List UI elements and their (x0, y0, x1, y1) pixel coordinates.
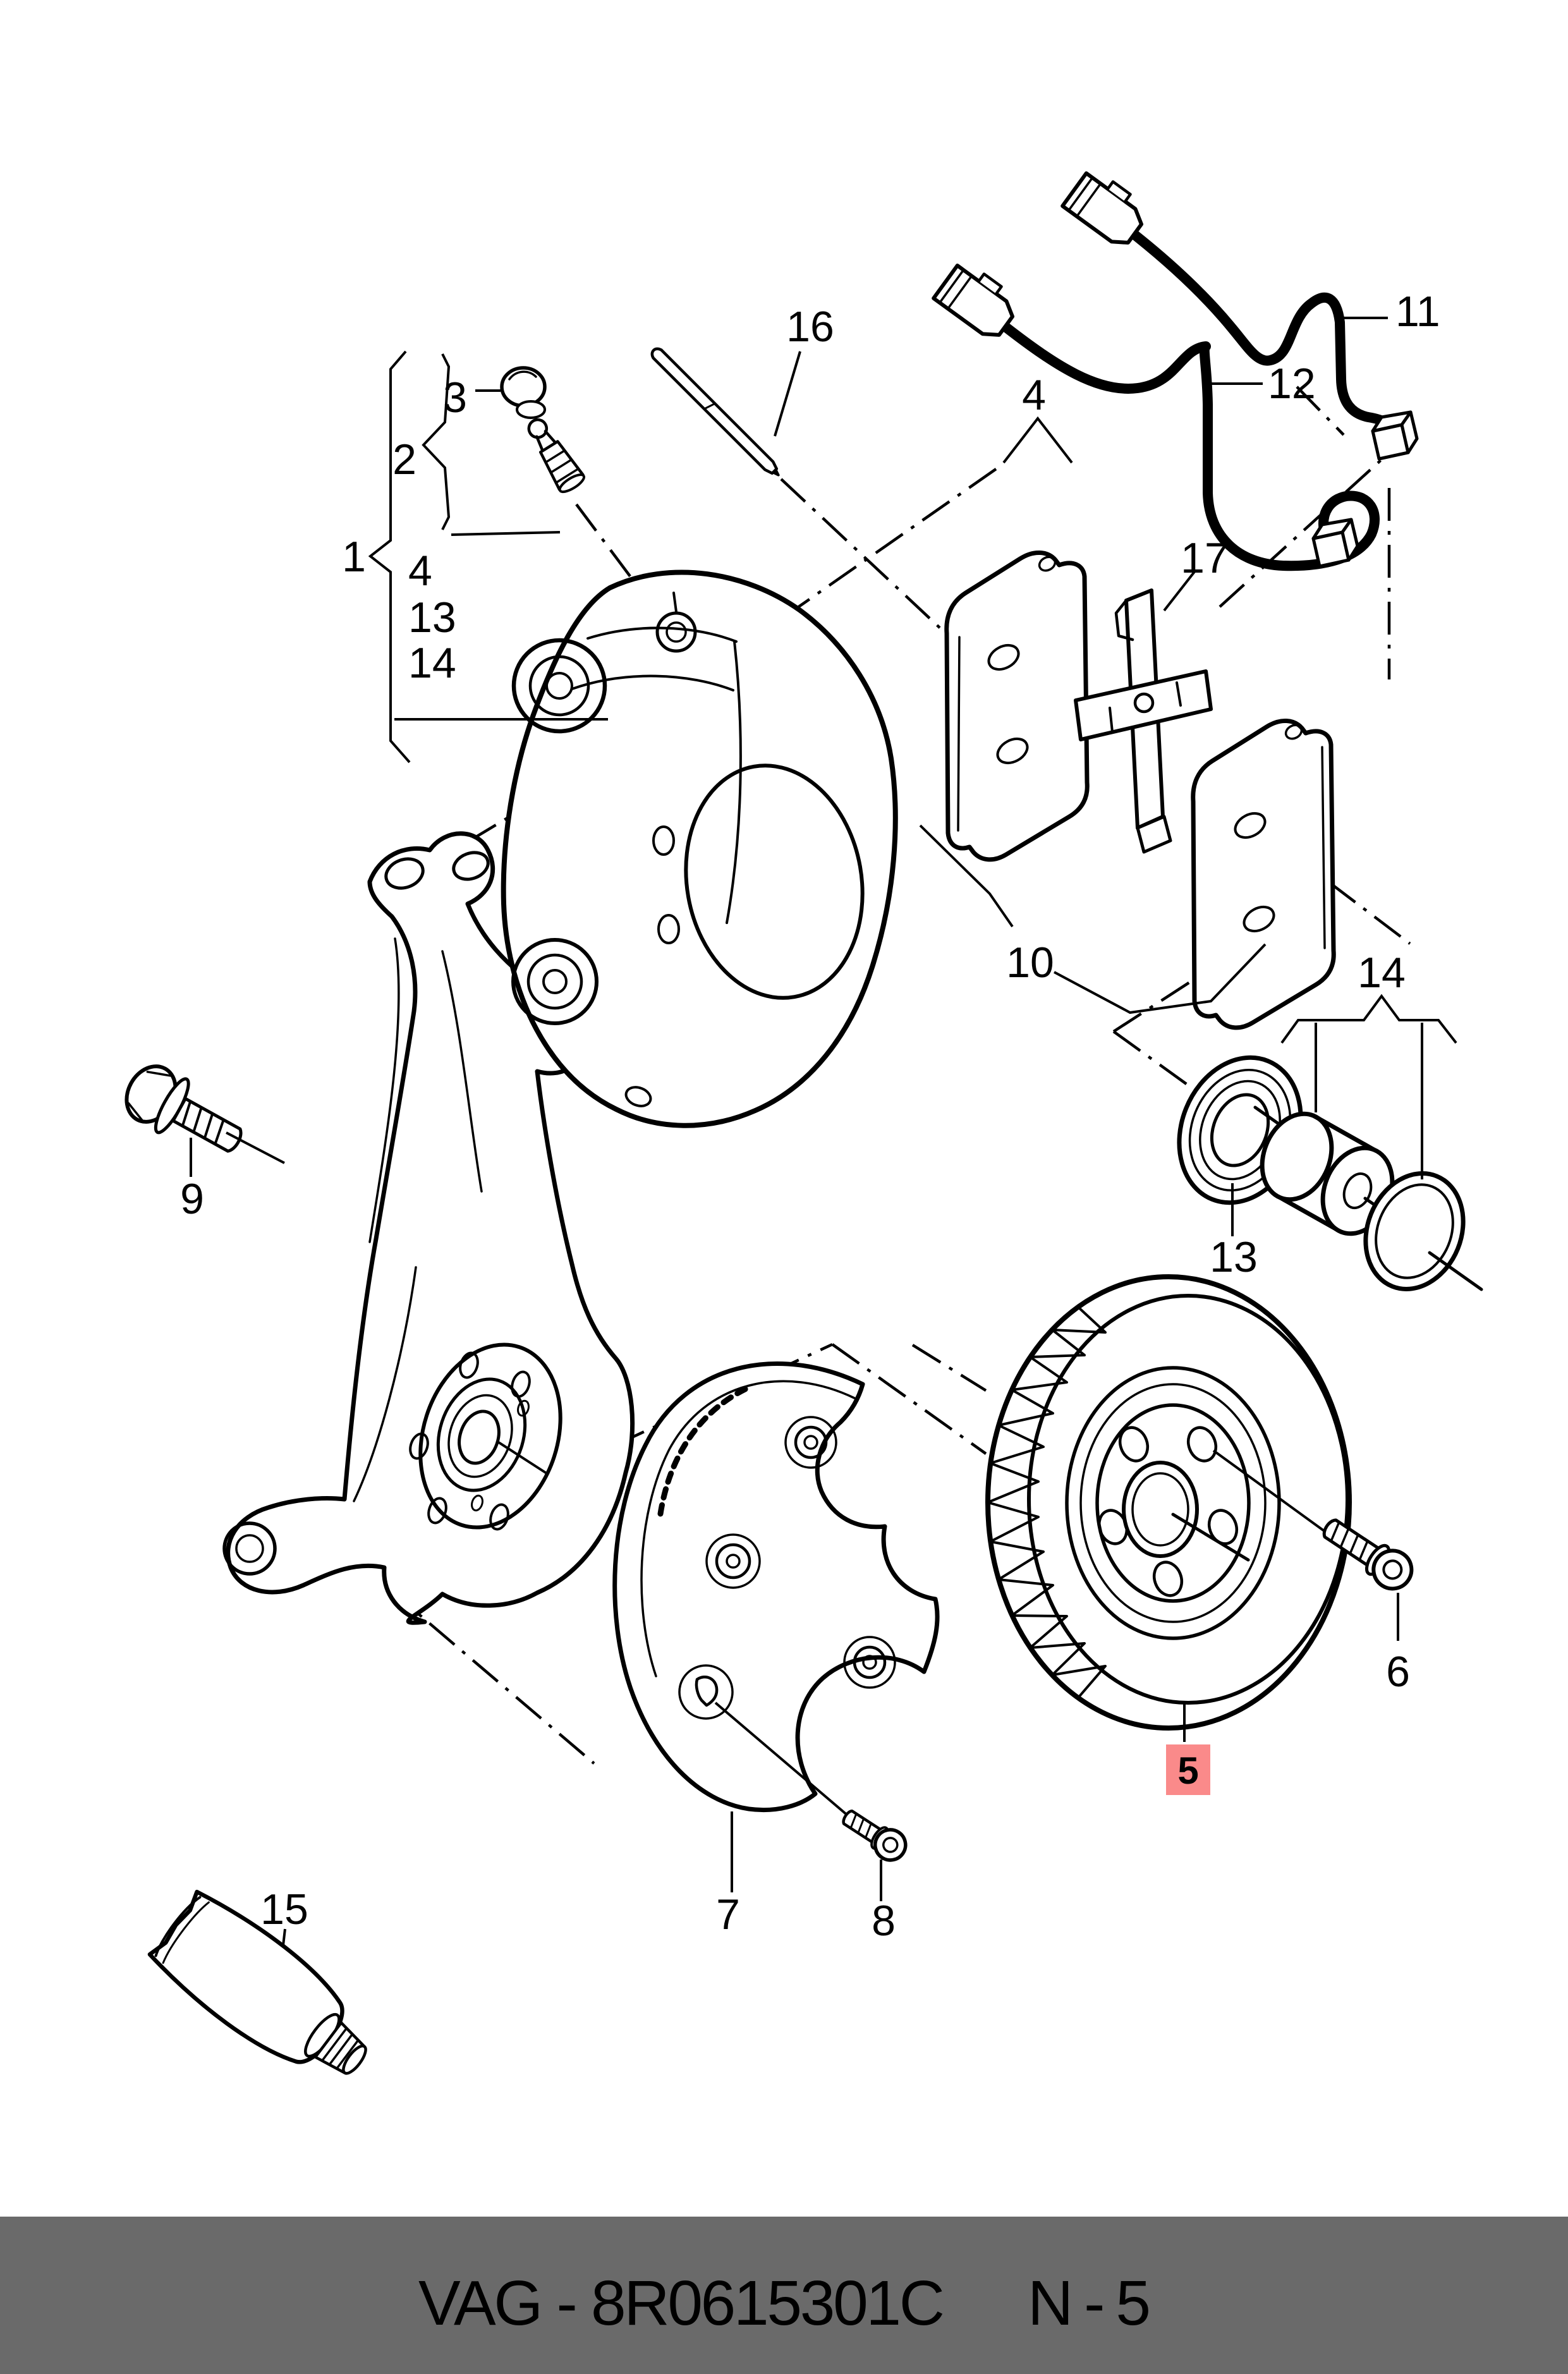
highlighted-callout-5: 5 (1166, 1744, 1210, 1795)
disc-set-screw (1322, 1518, 1414, 1591)
brake-pad-outer (1191, 718, 1336, 1030)
wear-sensor-harness-12 (932, 264, 1380, 571)
shield-screw-hole (678, 1664, 734, 1720)
shield-grommet (784, 1416, 837, 1469)
callout-labels: 1 2 3 4 4 13 14 6 7 8 9 10 11 12 13 14 1… (180, 288, 1440, 1945)
bleeder-valve (527, 418, 585, 494)
footer-bar: VAG - 8R0615301C N - 5 (0, 2217, 1568, 2374)
group-item-13[interactable]: 13 (408, 594, 456, 642)
callout-16[interactable]: 16 (786, 303, 834, 351)
callout-3[interactable]: 3 (443, 374, 467, 422)
pad-retaining-spring (1074, 588, 1213, 854)
splash-shield (612, 1361, 940, 1813)
bleeder-cap (500, 366, 547, 419)
callout-6[interactable]: 6 (1386, 1648, 1410, 1696)
sensor-plug-11 (1061, 171, 1144, 245)
shield-grommet (705, 1533, 761, 1589)
knuckle-bolt (125, 1064, 243, 1153)
shield-screw (842, 1810, 908, 1862)
callout-2[interactable]: 2 (392, 435, 416, 484)
harness-12-end-connector (1311, 518, 1359, 568)
grease-tube (147, 1889, 367, 2075)
shield-grommet (843, 1636, 896, 1689)
sensor-plug-12 (932, 264, 1015, 337)
bracket-14 (1280, 994, 1457, 1179)
guide-pin (650, 347, 780, 477)
group-item-14[interactable]: 14 (408, 639, 456, 687)
steering-knuckle (222, 831, 635, 1625)
wear-sensor-harness-11 (1061, 171, 1419, 461)
harness-11-end-connector (1371, 410, 1419, 461)
callout-13[interactable]: 13 (1210, 1233, 1258, 1281)
bracket-2 (422, 353, 561, 536)
footer-background (0, 2217, 1568, 2374)
group-item-4[interactable]: 4 (408, 547, 432, 595)
brake-caliper (501, 569, 898, 1128)
piston-seal-ring (1363, 1171, 1483, 1291)
callout-9[interactable]: 9 (180, 1175, 204, 1223)
disc-vent-vanes (987, 1306, 1107, 1699)
highlight-box[interactable] (1166, 1744, 1210, 1795)
callout-17[interactable]: 17 (1181, 534, 1229, 582)
callout-7[interactable]: 7 (716, 1890, 740, 1939)
wheel-hub (409, 1342, 562, 1531)
callout-15[interactable]: 15 (260, 1885, 308, 1933)
footer-page-ref: N - 5 (1028, 2268, 1152, 2339)
callout-11[interactable]: 11 (1395, 288, 1440, 336)
brake-pad-inner (944, 550, 1090, 862)
footer-catalog-code: VAG - 8R0615301C (418, 2268, 945, 2339)
caliper-group-bracket (368, 350, 608, 764)
callout-8[interactable]: 8 (872, 1897, 896, 1945)
callout-12[interactable]: 12 (1268, 360, 1316, 408)
callout-4[interactable]: 4 (1022, 371, 1046, 419)
brake-disc (985, 1274, 1352, 1731)
callout-10[interactable]: 10 (1006, 939, 1054, 987)
callout-5[interactable]: 5 (1177, 1750, 1198, 1792)
callout-1[interactable]: 1 (342, 533, 366, 581)
callout-14[interactable]: 14 (1358, 949, 1406, 997)
